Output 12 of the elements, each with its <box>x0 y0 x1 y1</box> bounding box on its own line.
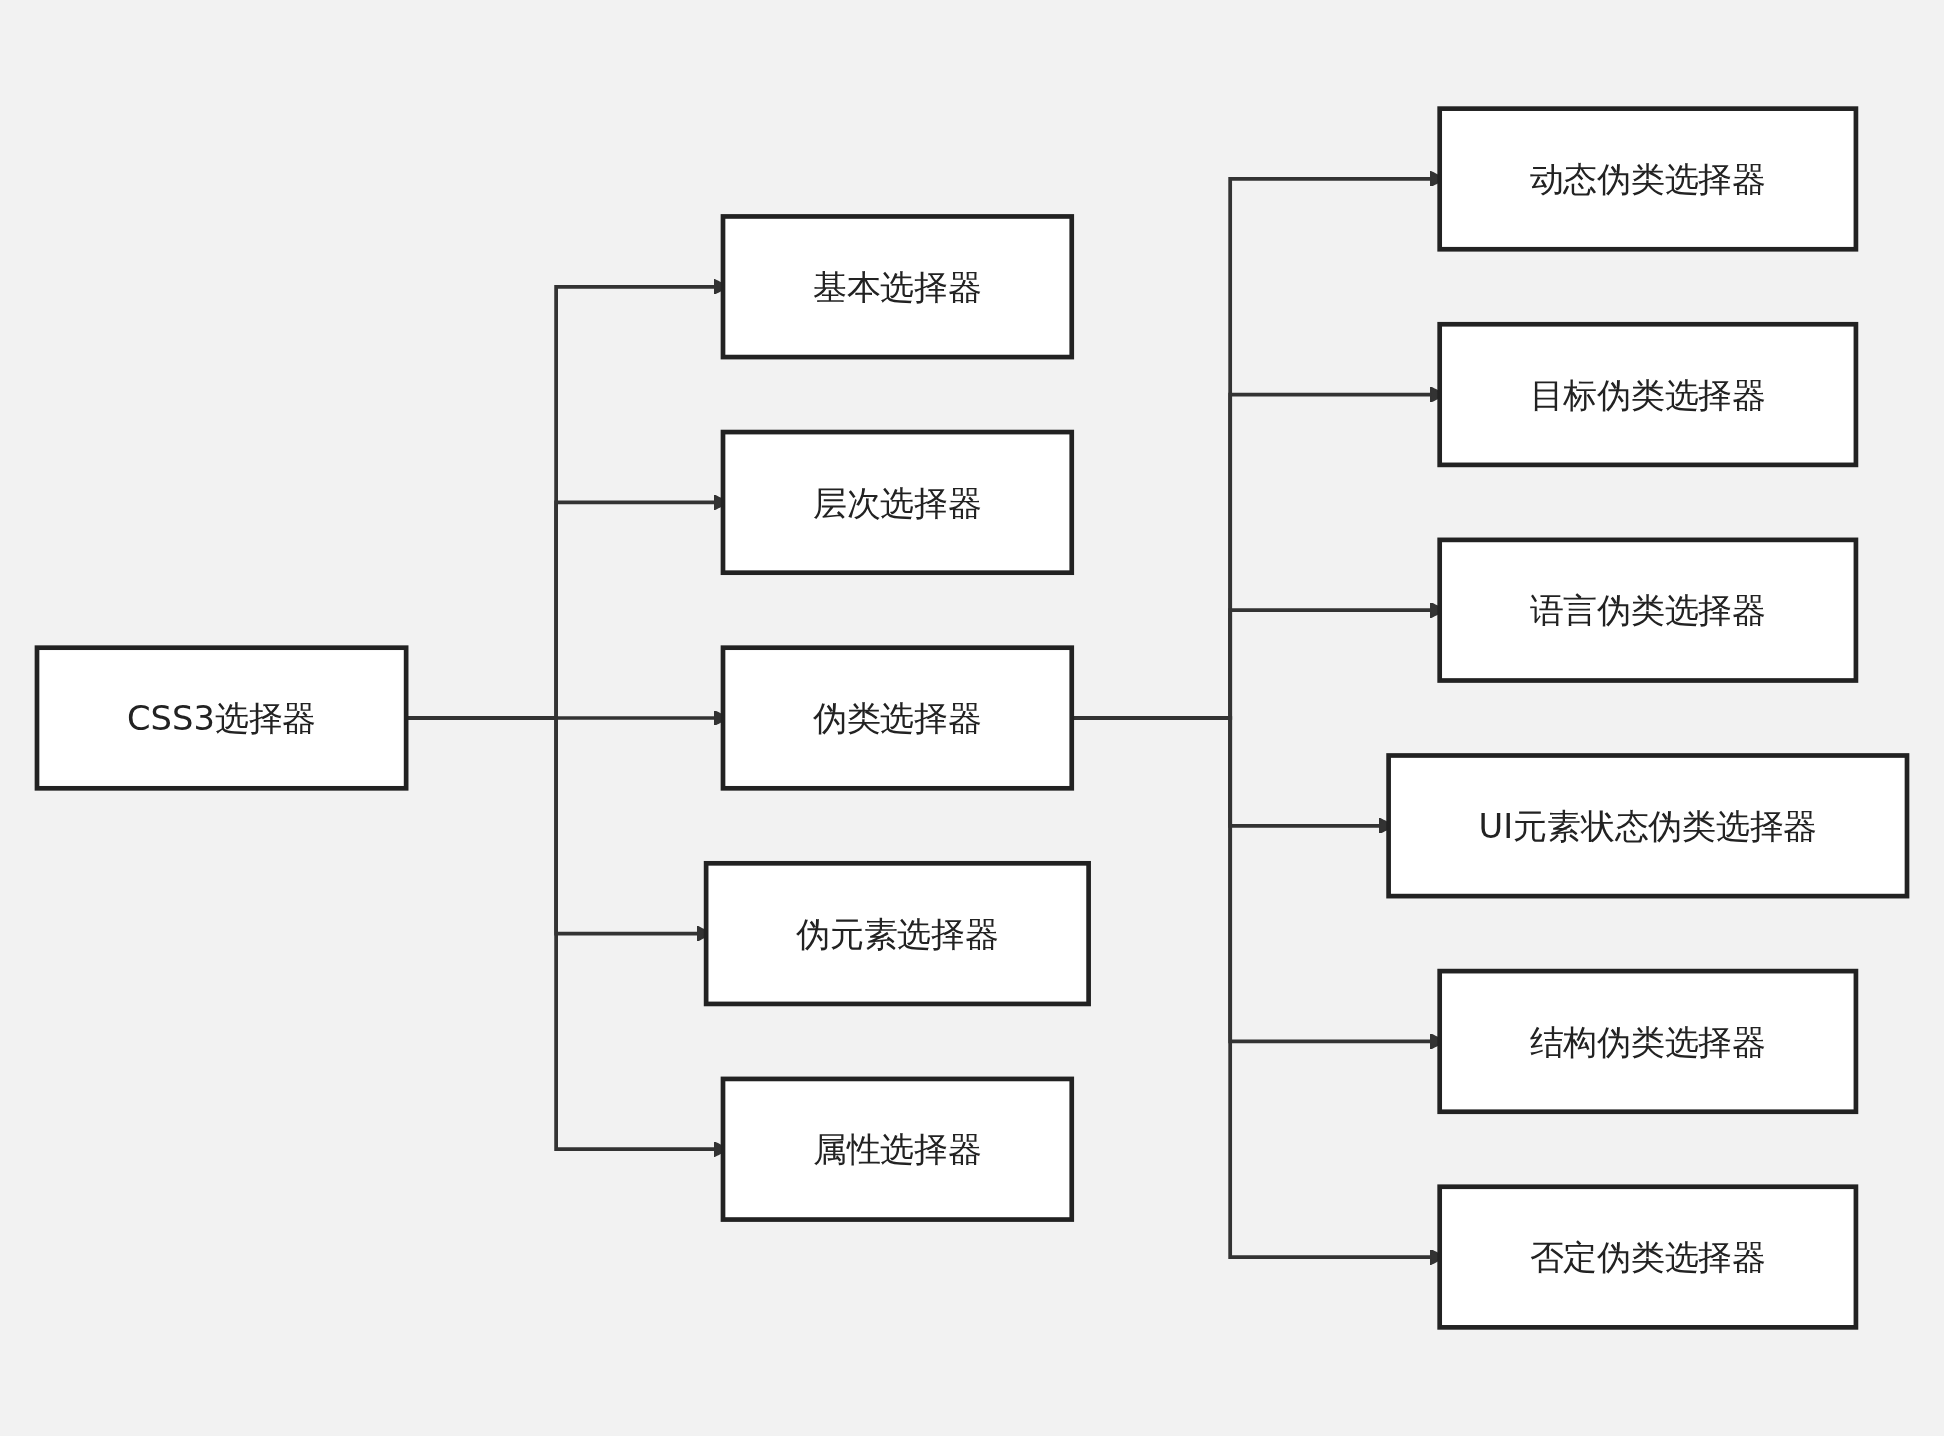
node-box: 目标伪类选择器 <box>1437 321 1859 468</box>
node-box: 否定伪类选择器 <box>1437 1184 1859 1330</box>
node-box: CSS3选择器 <box>34 645 409 791</box>
node-box: 结构伪类选择器 <box>1437 968 1859 1115</box>
node-box: UI元素状态伪类选择器 <box>1386 753 1910 899</box>
node-box: 基本选择器 <box>720 214 1075 360</box>
node-box: 动态伪类选择器 <box>1437 106 1859 252</box>
node-box: 伪元素选择器 <box>703 860 1091 1007</box>
node-box: 伪类选择器 <box>720 645 1075 791</box>
node-box: 层次选择器 <box>720 429 1075 576</box>
node-box: 语言伪类选择器 <box>1437 537 1859 683</box>
node-box: 属性选择器 <box>720 1076 1075 1222</box>
